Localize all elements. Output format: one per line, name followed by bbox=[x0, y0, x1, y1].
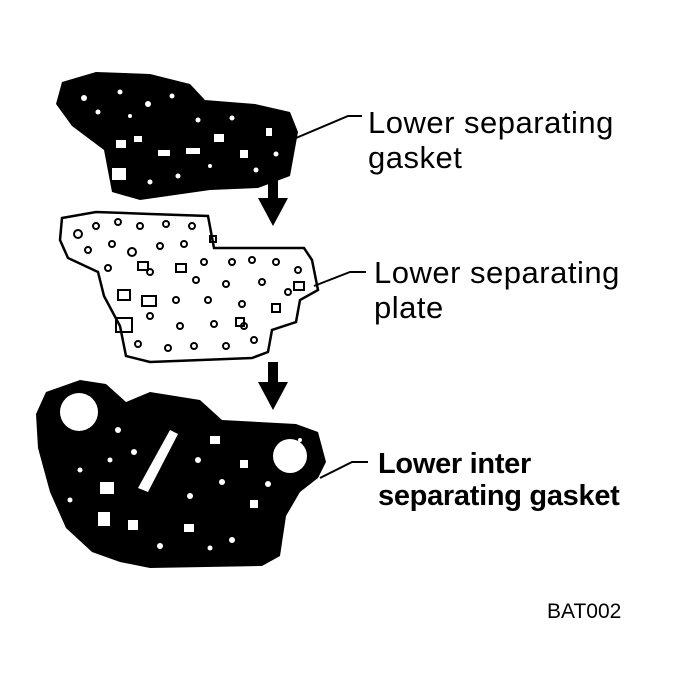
label-line: separating gasket bbox=[378, 480, 620, 513]
label-line: plate bbox=[374, 289, 444, 325]
gasket-port-right bbox=[273, 439, 307, 473]
label-line: gasket bbox=[368, 139, 463, 175]
lower-inter-separating-gasket bbox=[36, 380, 326, 568]
label-line: Lower inter bbox=[378, 448, 531, 480]
label-lower-separating-gasket: Lower separating gasket bbox=[368, 105, 614, 175]
label-lower-separating-plate: Lower separating plate bbox=[374, 255, 620, 325]
lower-separating-plate bbox=[58, 210, 320, 364]
figure-code: BAT002 bbox=[547, 600, 622, 623]
label-lower-inter-separating-gasket: Lower inter separating gasket bbox=[378, 448, 620, 513]
leader-lines bbox=[295, 115, 368, 479]
leader-line-top bbox=[295, 115, 362, 139]
label-line: Lower separating bbox=[368, 105, 614, 140]
label-line: Lower separating bbox=[374, 255, 620, 290]
down-arrow-1-icon bbox=[258, 178, 288, 226]
lower-separating-gasket bbox=[56, 72, 298, 200]
down-arrow-2-icon bbox=[258, 362, 288, 410]
leader-line-middle bbox=[313, 271, 366, 287]
gasket-port-left bbox=[60, 393, 98, 431]
leader-line-bottom bbox=[319, 461, 368, 479]
